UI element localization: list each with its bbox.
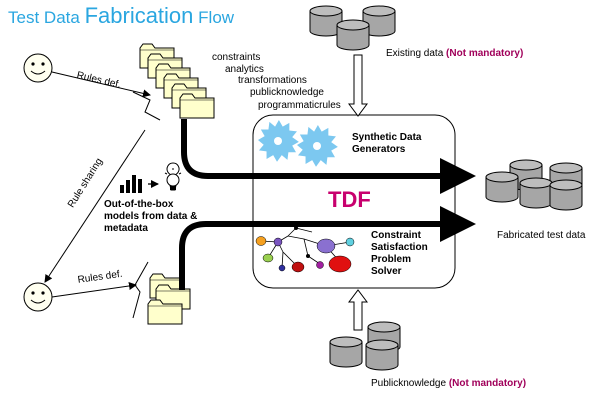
page-title: Test Data Fabrication Flow xyxy=(8,3,235,28)
flow-arrow-top xyxy=(181,119,476,194)
label-programmaticrules: programmaticrules xyxy=(258,100,341,111)
label-constraints: constraints xyxy=(212,52,261,63)
graph-icon xyxy=(255,226,355,273)
smiley-icon xyxy=(23,282,53,312)
smiley-icon xyxy=(23,53,53,83)
lightbulb-icon xyxy=(164,162,182,191)
bracket-top xyxy=(132,91,161,121)
fabricated-data-database-icon xyxy=(485,159,583,211)
rule-folders-top xyxy=(139,43,215,119)
label-public-knowledge: Publicknowledge (Not mandatory) xyxy=(371,378,527,389)
label-existing-data: Existing data (Not mandatory) xyxy=(386,48,524,59)
existing-data-arrow-icon xyxy=(348,54,368,117)
label-tdf: TDF xyxy=(328,187,371,212)
public-knowledge-database-icon xyxy=(329,321,401,371)
label-publicknowledge: publicknowledge xyxy=(250,87,324,98)
public-knowledge-arrow-icon xyxy=(348,289,368,331)
bar-chart-icon xyxy=(120,175,142,193)
tdf-box xyxy=(252,114,456,289)
gear-icon xyxy=(297,125,338,167)
rules-def-bottom-arrow xyxy=(51,282,137,298)
label-out-of-the-box: Out-of-the-box models from data & metada… xyxy=(104,199,198,234)
bracket-bottom xyxy=(132,261,149,319)
gear-icon xyxy=(258,120,299,162)
label-synthetic-data-generators: Synthetic Data Generators xyxy=(352,132,422,155)
label-analytics: analytics xyxy=(225,64,264,75)
label-fabricated-test-data: Fabricated test data xyxy=(497,230,586,241)
existing-data-database-icon xyxy=(309,5,396,51)
rules-def-top-arrow xyxy=(51,71,151,98)
label-csp: Constraint Satisfaction Problem Solver xyxy=(371,230,428,277)
rule-sharing-arrow xyxy=(44,129,146,283)
flow-arrow-bottom xyxy=(179,206,476,290)
label-transformations: transformations xyxy=(238,75,307,86)
